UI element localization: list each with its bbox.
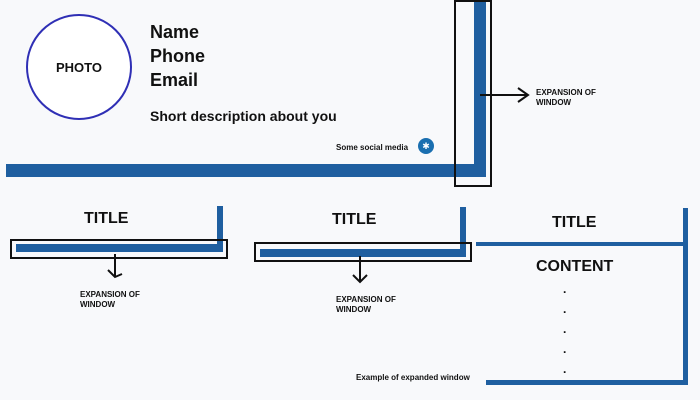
header-expansion-outline xyxy=(454,0,492,187)
middle-card-bottom-bar xyxy=(260,249,466,257)
ellipsis-dot: . xyxy=(563,342,567,356)
photo-label: PHOTO xyxy=(56,59,102,75)
left-card-bottom-bar xyxy=(16,244,223,252)
photo-placeholder: PHOTO xyxy=(26,14,132,120)
expanded-example-note: Example of expanded window xyxy=(356,373,470,382)
right-card-title: TITLE xyxy=(552,214,597,231)
social-media-label: Some social media xyxy=(336,143,409,152)
middle-card-right-bar xyxy=(460,207,466,257)
note-line: EXPANSION OF xyxy=(336,295,396,304)
ellipsis-dot: . xyxy=(563,362,567,376)
right-card-content: CONTENT xyxy=(536,258,614,275)
name-text: Name xyxy=(150,22,200,42)
top-expansion-note: EXPANSION OF WINDOW xyxy=(536,88,596,108)
middle-expansion-note: EXPANSION OF WINDOW xyxy=(336,295,396,315)
left-card-right-bar xyxy=(217,206,223,252)
note-line: WINDOW xyxy=(536,98,572,107)
middle-card-title: TITLE xyxy=(332,211,377,228)
ellipsis-dot: . xyxy=(563,302,567,316)
github-icon[interactable]: ✱ xyxy=(418,138,434,154)
middle-expansion-arrow xyxy=(352,256,368,284)
left-expansion-outline xyxy=(10,239,228,259)
left-card-title: TITLE xyxy=(84,210,129,227)
header-bottom-bar xyxy=(6,164,486,177)
short-description: Short description about you xyxy=(150,108,337,124)
phone-text: Phone xyxy=(150,46,206,66)
right-card-bottom-bar xyxy=(486,380,688,385)
top-expansion-arrow xyxy=(480,87,530,103)
note-line: EXPANSION OF xyxy=(536,88,596,97)
left-expansion-note: EXPANSION OF WINDOW xyxy=(80,290,140,310)
ellipsis-dot: . xyxy=(563,282,567,296)
note-line: WINDOW xyxy=(80,300,116,309)
note-line: EXPANSION OF xyxy=(80,290,140,299)
right-card-right-bar xyxy=(683,208,688,384)
middle-expansion-outline xyxy=(254,242,472,262)
ellipsis-dot: . xyxy=(563,322,567,336)
right-card-divider-bar xyxy=(476,242,688,246)
header-right-bar xyxy=(474,0,486,177)
note-line: WINDOW xyxy=(336,305,372,314)
left-expansion-arrow xyxy=(107,254,123,279)
email-text: Email xyxy=(150,70,199,90)
